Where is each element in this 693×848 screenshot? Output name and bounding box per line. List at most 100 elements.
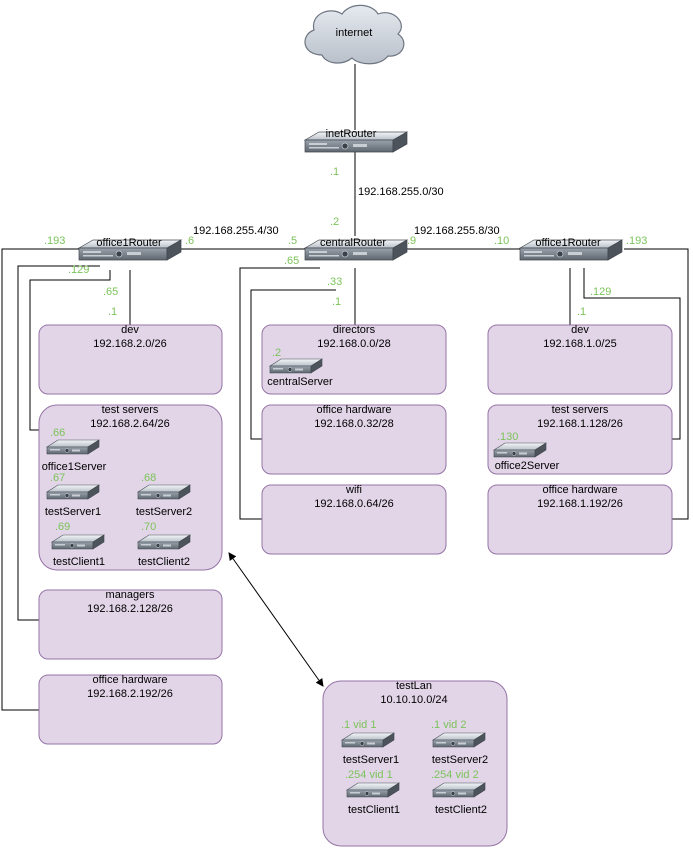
ip-label: .33 <box>327 276 342 288</box>
ip-label: .65 <box>103 286 118 298</box>
zone-subnet: 192.168.0.32/28 <box>314 418 394 430</box>
inet-router: inetRouter <box>304 128 408 153</box>
server-icon <box>46 439 100 455</box>
office1-router-label: office1Router <box>96 237 162 249</box>
server-icon <box>493 442 547 458</box>
zone-name: test servers <box>102 404 159 416</box>
zone-name: managers <box>106 589 155 601</box>
host-office1server: .66 office1Server <box>42 427 107 473</box>
zone-name: office hardware <box>92 674 167 686</box>
zone-office1-managers: managers 192.168.2.128/26 <box>38 589 223 660</box>
zone-name: dev <box>571 324 589 336</box>
zone-subnet: 192.168.2.128/26 <box>87 603 173 615</box>
central-router-label: centralRouter <box>320 237 386 249</box>
internet-label: internet <box>336 27 373 39</box>
inet-router-label: inetRouter <box>326 128 377 140</box>
zone-central-office-hardware: office hardware 192.168.0.32/28 <box>261 404 447 475</box>
host-testserver1: .67 testServer1 <box>45 472 101 518</box>
office1-router: office1Router <box>78 237 182 261</box>
host-label: testClient1 <box>53 556 105 568</box>
ip-label: .129 <box>590 286 611 298</box>
connection-lines <box>1 64 689 711</box>
ip-label: .65 <box>284 255 299 267</box>
host-testlan-testserver1: .1 vid 1 testServer1 <box>341 719 399 766</box>
ip-label: .6 <box>185 235 194 247</box>
host-ip: .1 vid 2 <box>431 719 466 731</box>
zone-subnet: 192.168.0.0/28 <box>317 338 390 350</box>
zone-subnet: 192.168.2.0/26 <box>93 338 166 350</box>
zone-central-directors: directors 192.168.0.0/28 .2 centralServe… <box>261 324 447 395</box>
zone-office1-test-servers: test servers 192.168.2.64/26 .66 office1… <box>38 404 223 571</box>
ip-label: .10 <box>494 235 509 247</box>
host-ip: .67 <box>50 472 65 484</box>
server-icon <box>51 534 105 550</box>
host-testserver2: .68 testServer2 <box>136 472 192 518</box>
zone-subnet: 192.168.2.192/26 <box>87 688 173 700</box>
server-icon <box>269 358 323 374</box>
zone-office2-dev: dev 192.168.1.0/25 <box>487 324 673 395</box>
ip-label: .1 <box>577 306 586 318</box>
host-label: centralServer <box>267 376 333 388</box>
host-ip: .2 <box>272 347 281 359</box>
zone-subnet: 192.168.0.64/26 <box>314 498 394 510</box>
zone-name: dev <box>121 324 139 336</box>
host-ip: .69 <box>55 521 70 533</box>
host-label: office1Server <box>42 461 107 473</box>
host-label: testClient1 <box>348 804 400 816</box>
zone-office1-dev: dev 192.168.2.0/26 <box>38 324 223 395</box>
host-label: testClient2 <box>435 804 487 816</box>
ip-label: .1 <box>330 166 339 178</box>
office2-router-label: office1Router <box>535 237 601 249</box>
ip-label: .129 <box>68 264 89 276</box>
server-icon <box>346 782 400 798</box>
ip-label: .2 <box>330 216 339 228</box>
link-network-label: 192.168.255.0/30 <box>358 186 444 198</box>
host-label: testServer1 <box>45 506 101 518</box>
host-centralserver: .2 centralServer <box>267 347 333 388</box>
host-ip: .66 <box>50 427 65 439</box>
internet-cloud: internet <box>304 4 405 65</box>
host-ip: .1 vid 1 <box>341 719 376 731</box>
ip-label: .1 <box>332 296 341 308</box>
host-testlan-testclient2: .254 vid 2 testClient2 <box>431 769 487 816</box>
zone-subnet: 192.168.1.128/26 <box>537 418 623 430</box>
server-icon <box>341 732 395 748</box>
host-label: testClient2 <box>138 556 190 568</box>
server-icon <box>137 534 191 550</box>
cloud-icon <box>304 4 405 65</box>
zone-subnet: 192.168.1.0/25 <box>543 338 616 350</box>
zone-name: testLan <box>396 680 432 692</box>
zone-office2-office-hardware: office hardware 192.168.1.192/26 <box>487 484 673 555</box>
server-icon <box>432 782 486 798</box>
zone-testlan: testLan 10.10.10.0/24 .1 vid 1 testServe… <box>322 680 508 847</box>
ip-label: .1 <box>108 306 117 318</box>
server-icon <box>46 484 100 500</box>
zone-subnet: 10.10.10.0/24 <box>380 694 447 706</box>
host-testlan-testclient1: .254 vid 1 testClient1 <box>345 769 400 816</box>
host-ip: .68 <box>141 472 156 484</box>
zone-name: test servers <box>552 404 609 416</box>
host-ip: .254 vid 1 <box>345 769 393 781</box>
server-icon <box>432 732 486 748</box>
host-office2server: .130 office2Server <box>493 431 560 472</box>
zone-office1-office-hardware: office hardware 192.168.2.192/26 <box>38 674 223 745</box>
host-ip: .130 <box>497 431 518 443</box>
host-ip: .254 vid 2 <box>431 769 479 781</box>
link-network-label: 192.168.255.4/30 <box>193 225 279 237</box>
zone-name: directors <box>333 324 376 336</box>
host-label: testServer2 <box>432 754 488 766</box>
ip-label: .193 <box>44 235 65 247</box>
host-testlan-testserver2: .1 vid 2 testServer2 <box>431 719 488 766</box>
ip-label: .193 <box>626 235 647 247</box>
ip-label: .5 <box>288 235 297 247</box>
host-testclient2: .70 testClient2 <box>137 521 191 568</box>
office2-router: office1Router <box>519 237 623 261</box>
central-router: centralRouter <box>304 237 408 261</box>
host-testclient1: .69 testClient1 <box>51 521 105 568</box>
zone-name: office hardware <box>542 484 617 496</box>
host-label: testServer2 <box>136 506 192 518</box>
host-ip: .70 <box>141 521 156 533</box>
zone-central-wifi: wifi 192.168.0.64/26 <box>261 484 447 555</box>
server-icon <box>137 484 191 500</box>
